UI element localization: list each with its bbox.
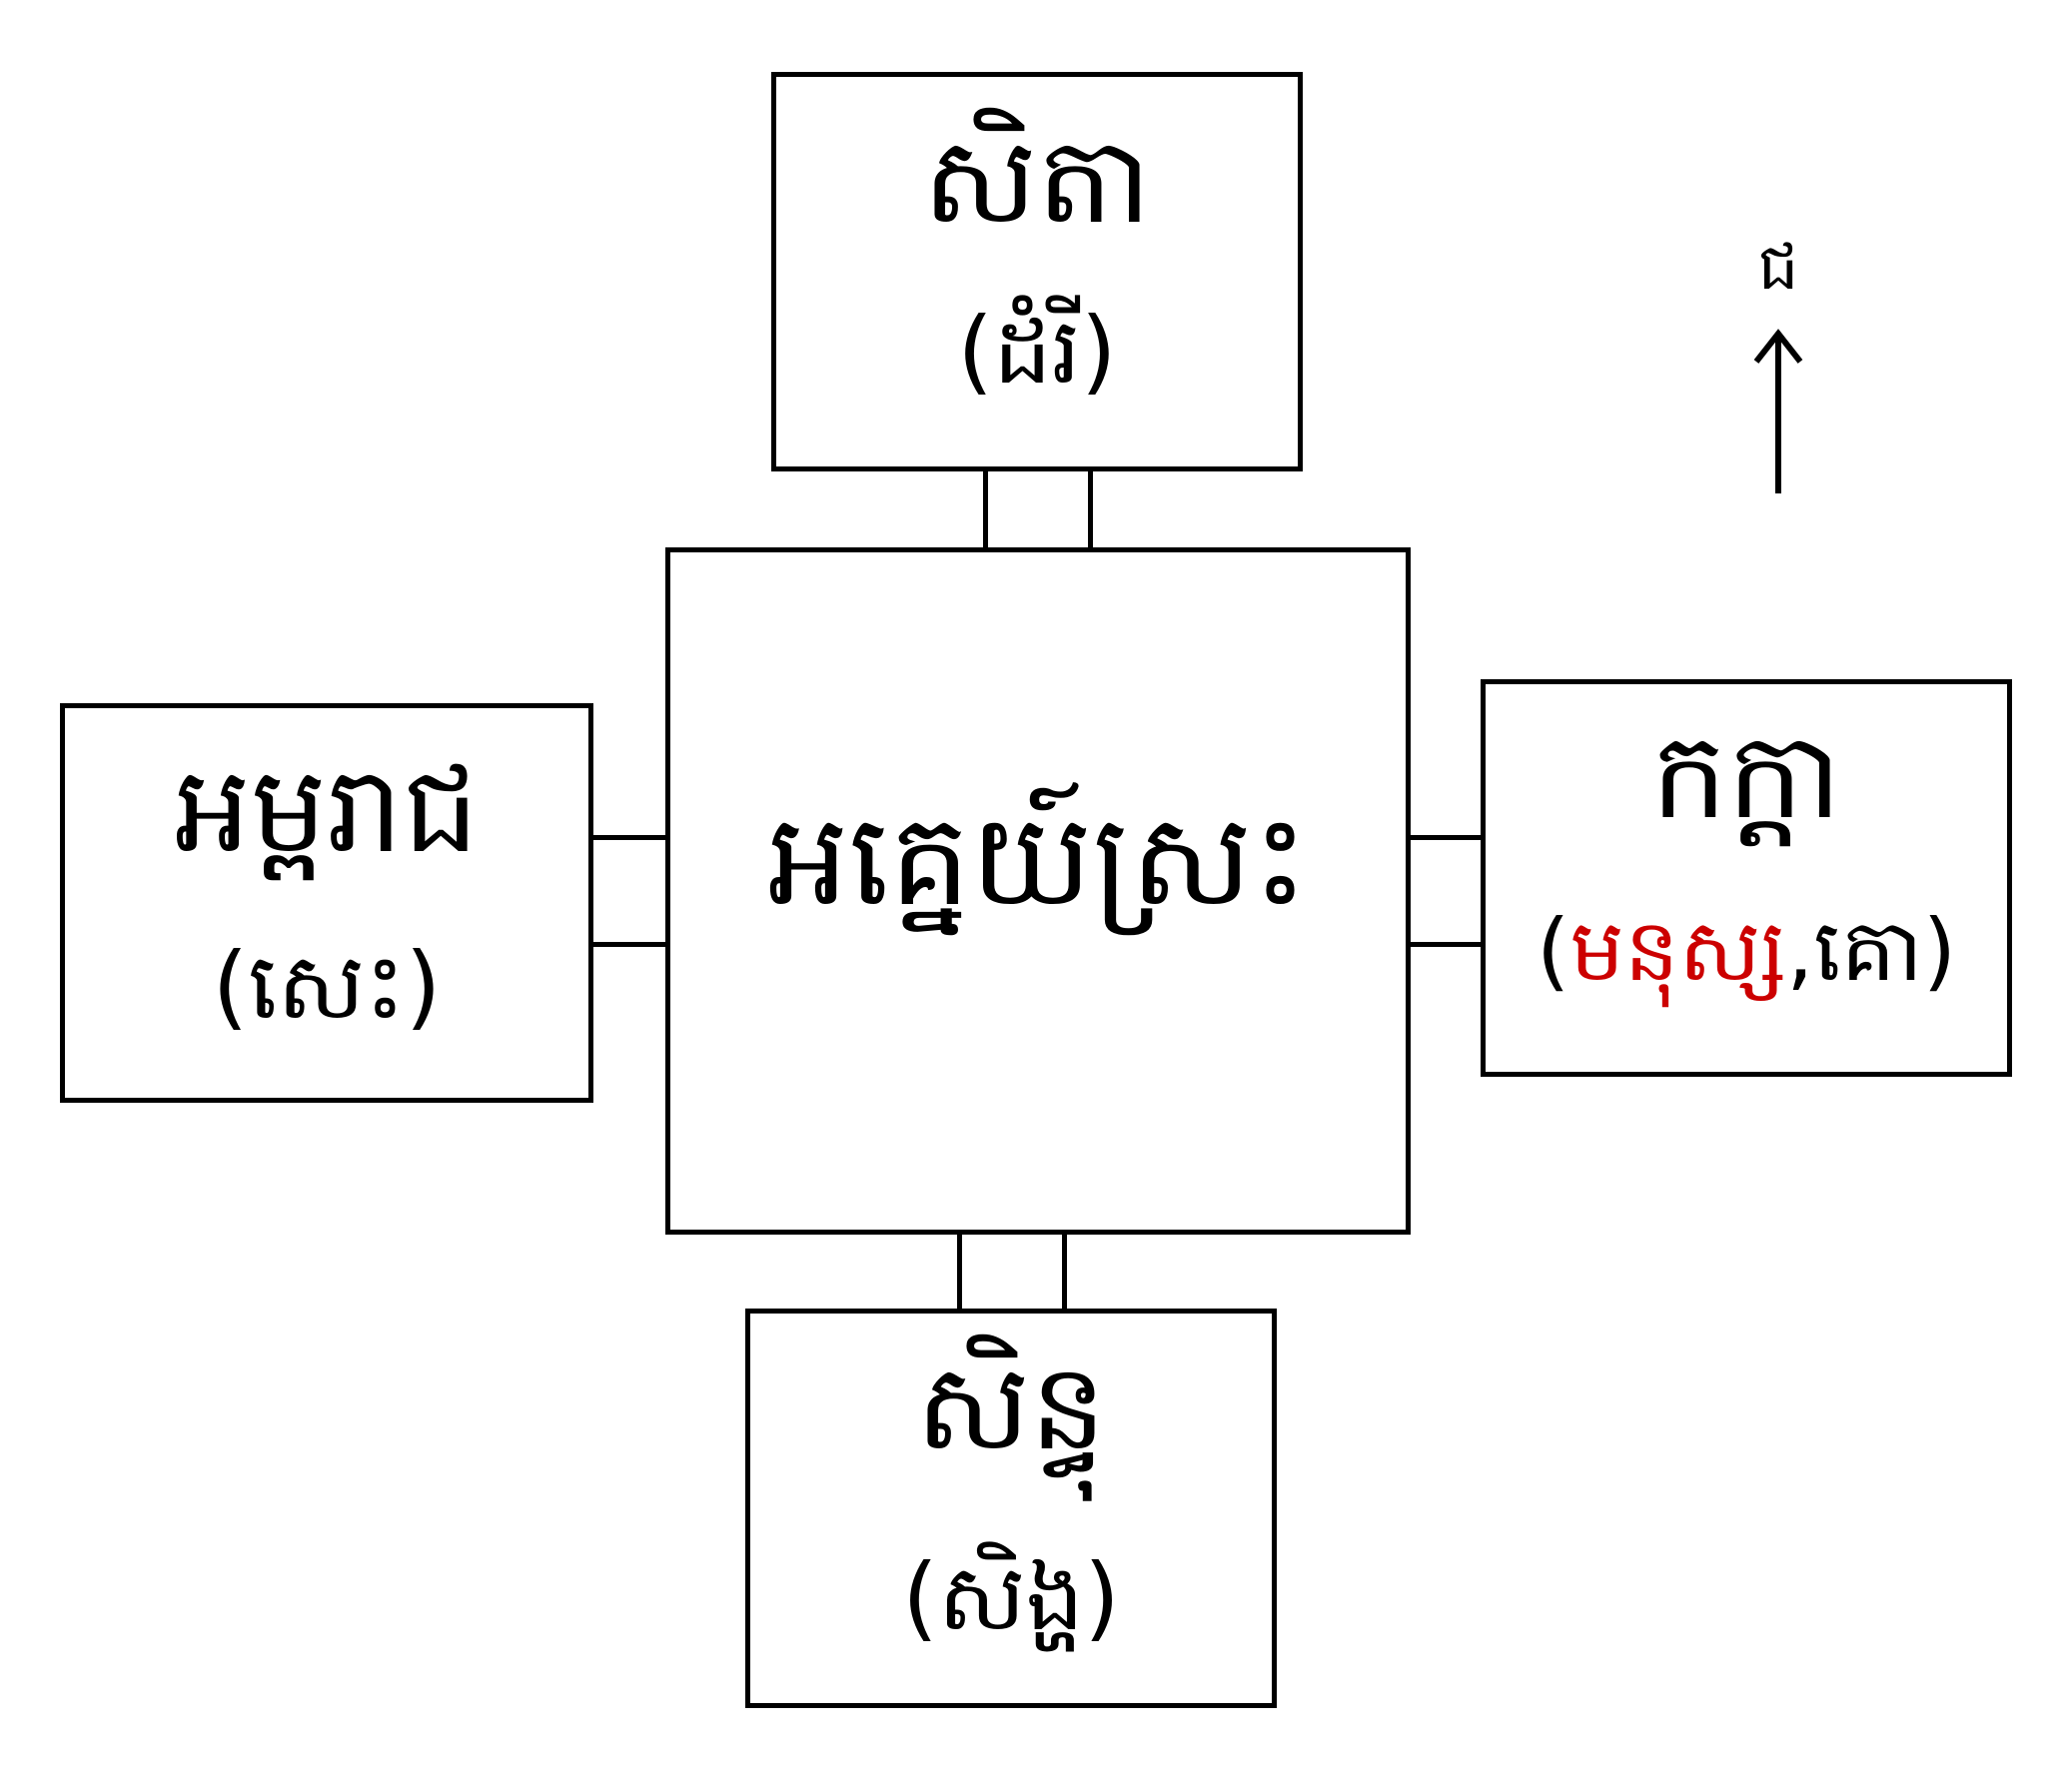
- east-sub-highlight: មនុស្ស: [1569, 901, 1787, 1001]
- west-name: អម្ពរាជ: [174, 741, 480, 880]
- center-box: អគ្នេយ៍ស្រះ: [665, 547, 1411, 1235]
- south-sub: (សិង្ហ): [902, 1544, 1120, 1651]
- center-name: អគ្នេយ៍ស្រះ: [767, 786, 1309, 936]
- east-sub: (មនុស្ស,គោ): [1537, 904, 1956, 999]
- south-box: សិន្ធុ (សិង្ហ): [745, 1309, 1277, 1708]
- west-box: អម្ពរាជ (សេះ): [60, 703, 593, 1103]
- connector-south: [957, 1235, 1067, 1309]
- arrow-up-icon: [1753, 329, 1803, 493]
- north-box: សិតា (ដំរី): [771, 72, 1303, 471]
- compass-label: ជ: [1757, 231, 1799, 305]
- north-name: សិតា: [922, 112, 1152, 251]
- east-name: កក្ដា: [1650, 707, 1842, 846]
- east-sub-open: (: [1536, 901, 1570, 1001]
- connector-north: [983, 471, 1093, 547]
- east-sub-rest: ,គោ): [1786, 901, 1957, 1001]
- east-box: កក្ដា (មនុស្ស,គោ): [1481, 679, 2012, 1077]
- compass: ជ: [1728, 236, 1828, 495]
- west-sub: (សេះ): [212, 933, 442, 1040]
- south-name: សិន្ធុ: [915, 1338, 1107, 1477]
- north-sub: (ដំរី): [957, 298, 1117, 405]
- connector-west: [593, 835, 665, 947]
- connector-east: [1411, 835, 1481, 947]
